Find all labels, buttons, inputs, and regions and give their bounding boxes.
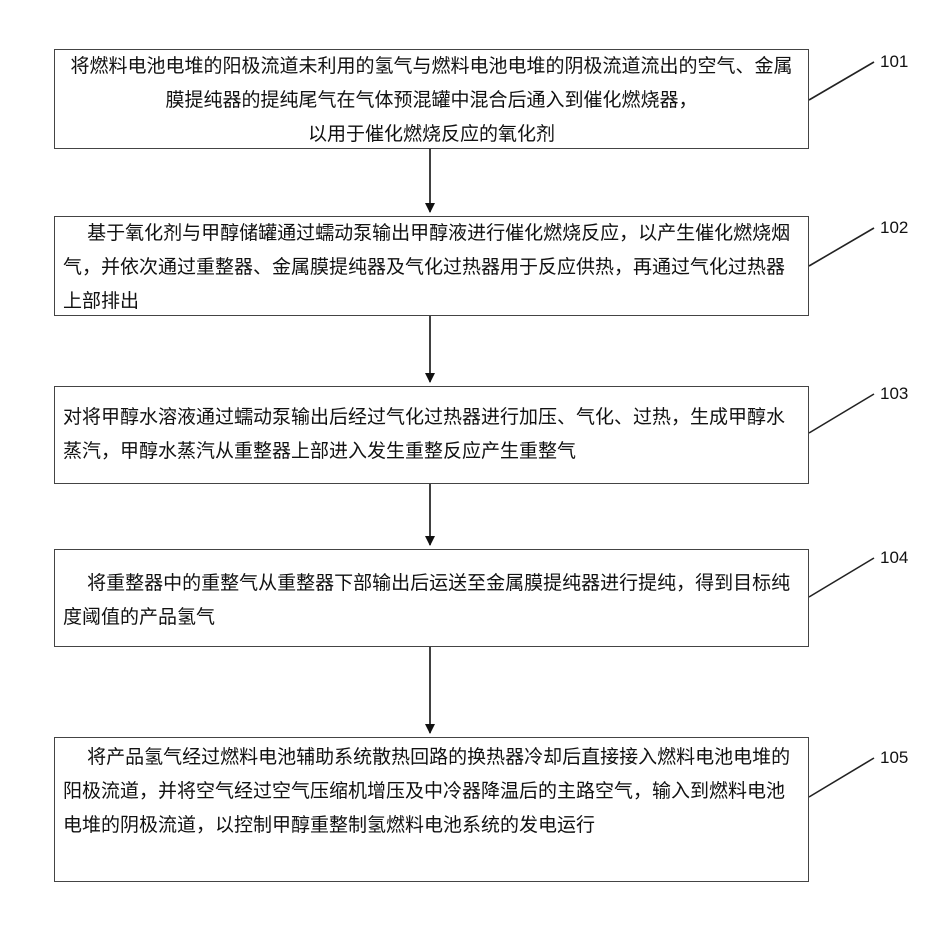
step-box-105: 将产品氢气经过燃料电池辅助系统散热回路的换热器冷却后直接接入燃料电池电堆的阳极流… [54,737,809,882]
step-number-103: 103 [880,384,908,404]
step-text-103: 对将甲醇水溶液通过蠕动泵输出后经过气化过热器进行加压、气化、过热，生成甲醇水蒸汽… [55,400,808,468]
leader-105 [809,758,874,797]
step-number-102: 102 [880,218,908,238]
step-number-101: 101 [880,52,908,72]
leader-101 [809,62,874,100]
step-box-101: 将燃料电池电堆的阳极流道未利用的氢气与燃料电池电堆的阴极流道流出的空气、金属膜提… [54,49,809,149]
step-text-104: 将重整器中的重整气从重整器下部输出后运送至金属膜提纯器进行提纯，得到目标纯度阈值… [55,566,808,634]
step-box-104: 将重整器中的重整气从重整器下部输出后运送至金属膜提纯器进行提纯，得到目标纯度阈值… [54,549,809,647]
step-text-101: 将燃料电池电堆的阳极流道未利用的氢气与燃料电池电堆的阴极流道流出的空气、金属膜提… [55,49,808,151]
step-number-105: 105 [880,748,908,768]
step-text-105: 将产品氢气经过燃料电池辅助系统散热回路的换热器冷却后直接接入燃料电池电堆的阳极流… [55,740,808,842]
step-text-102: 基于氧化剂与甲醇储罐通过蠕动泵输出甲醇液进行催化燃烧反应，以产生催化燃烧烟气，并… [55,216,808,318]
leader-104 [809,558,874,597]
step-box-103: 对将甲醇水溶液通过蠕动泵输出后经过气化过热器进行加压、气化、过热，生成甲醇水蒸汽… [54,386,809,484]
step-box-102: 基于氧化剂与甲醇储罐通过蠕动泵输出甲醇液进行催化燃烧反应，以产生催化燃烧烟气，并… [54,216,809,316]
step-number-104: 104 [880,548,908,568]
leader-103 [809,394,874,433]
leader-102 [809,228,874,266]
